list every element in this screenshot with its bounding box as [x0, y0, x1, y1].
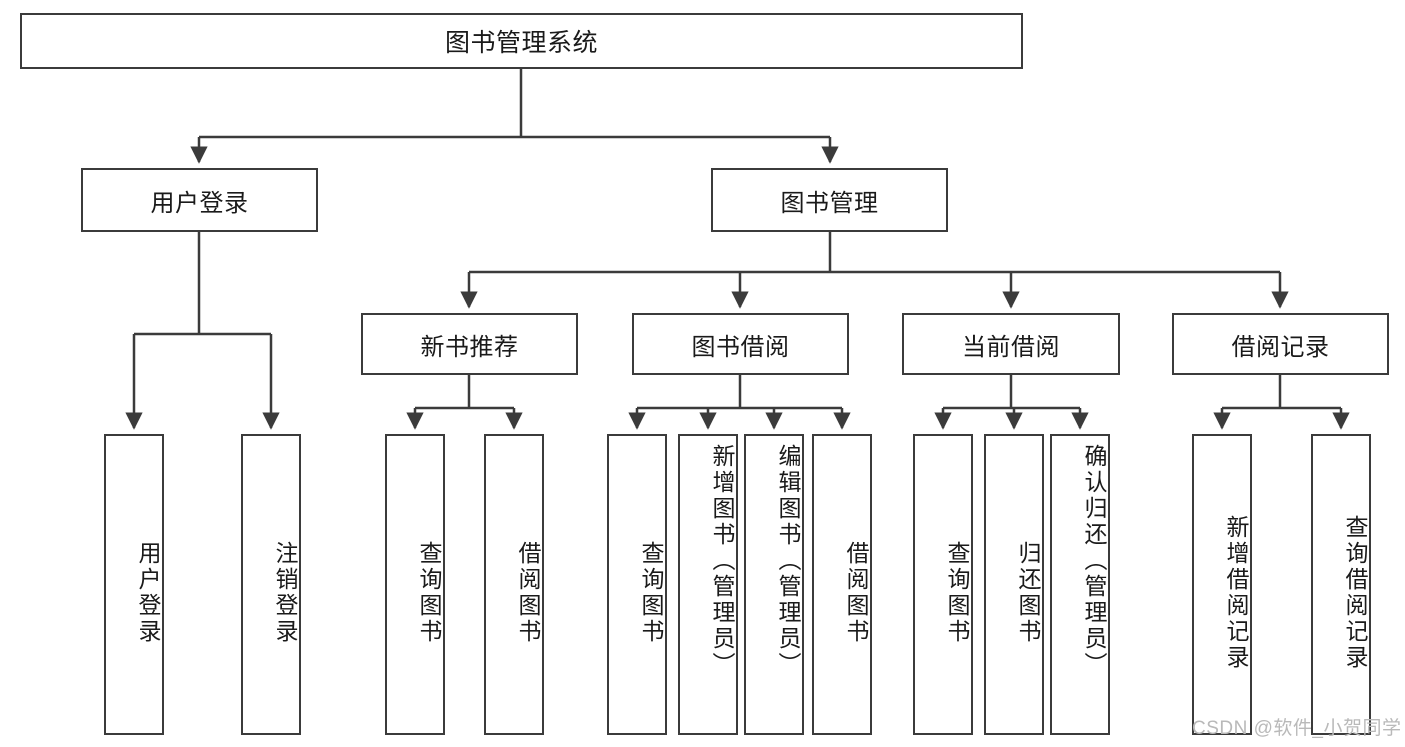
node-new-book-recommend[interactable]: 新书推荐	[361, 313, 578, 375]
node-root[interactable]: 图书管理系统	[20, 13, 1023, 69]
leaf-borrow-book-2[interactable]: 借阅图书	[812, 434, 872, 735]
leaf-logout[interactable]: 注销登录	[241, 434, 301, 735]
node-book-borrow[interactable]: 图书借阅	[632, 313, 849, 375]
leaf-return-book[interactable]: 归还图书	[984, 434, 1044, 735]
leaf-borrow-book-1[interactable]: 借阅图书	[484, 434, 544, 735]
leaf-add-borrow-record[interactable]: 新增借阅记录	[1192, 434, 1252, 735]
node-borrow-record[interactable]: 借阅记录	[1172, 313, 1389, 375]
leaf-add-book-admin[interactable]: 新增图书（管理员）	[678, 434, 738, 735]
leaf-query-borrow-record[interactable]: 查询借阅记录	[1311, 434, 1371, 735]
watermark: CSDN @软件_小贺同学	[1192, 718, 1402, 739]
leaf-edit-book-admin[interactable]: 编辑图书（管理员）	[744, 434, 804, 735]
leaf-query-book-1[interactable]: 查询图书	[385, 434, 445, 735]
leaf-query-book-3[interactable]: 查询图书	[913, 434, 973, 735]
node-user-login[interactable]: 用户登录	[81, 168, 318, 232]
leaf-query-book-2[interactable]: 查询图书	[607, 434, 667, 735]
node-book-management[interactable]: 图书管理	[711, 168, 948, 232]
node-current-borrow[interactable]: 当前借阅	[902, 313, 1120, 375]
leaf-confirm-return-admin[interactable]: 确认归还（管理员）	[1050, 434, 1110, 735]
leaf-user-login[interactable]: 用户登录	[104, 434, 164, 735]
